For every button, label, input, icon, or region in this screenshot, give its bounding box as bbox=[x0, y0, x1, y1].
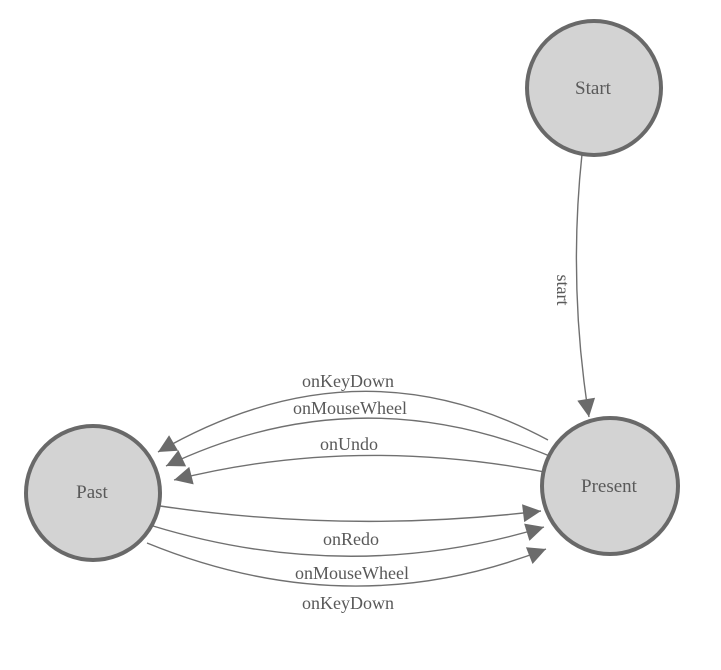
state-node-present-label: Present bbox=[581, 476, 638, 497]
edge-past-to-present-redo bbox=[159, 504, 542, 523]
edge-past-to-present-keydown bbox=[146, 542, 547, 587]
edges-layer bbox=[146, 153, 596, 587]
edge-label-onmousewheel-top: onMouseWheel bbox=[293, 398, 407, 418]
edge-start-to-present bbox=[575, 153, 596, 418]
edge-present-to-past-undo bbox=[173, 454, 556, 485]
node-past: Past bbox=[24, 424, 162, 562]
node-present: Present bbox=[540, 416, 680, 556]
state-node-present-circle bbox=[540, 416, 680, 556]
state-node-start-label: Start bbox=[575, 78, 612, 99]
state-node-past-circle bbox=[24, 424, 162, 562]
edge-past-to-present-mousewheel bbox=[152, 523, 545, 557]
edge-label-onundo: onUndo bbox=[320, 434, 378, 454]
state-node-past-label: Past bbox=[76, 482, 108, 503]
edge-present-to-past-mousewheel bbox=[165, 417, 553, 467]
edge-labels-layer: start onKeyDown onMouseWheel onUndo onRe… bbox=[293, 275, 573, 614]
edge-label-onredo: onRedo bbox=[323, 529, 379, 549]
edge-label-onkeydown-top: onKeyDown bbox=[302, 371, 394, 391]
edge-label-onkeydown-bottom: onKeyDown bbox=[302, 593, 394, 613]
node-start: Start bbox=[525, 19, 663, 157]
state-node-start-circle bbox=[525, 19, 663, 157]
edge-present-to-past-keydown bbox=[157, 390, 549, 453]
edge-label-start: start bbox=[553, 275, 573, 306]
edge-label-onmousewheel-bottom: onMouseWheel bbox=[295, 563, 409, 583]
